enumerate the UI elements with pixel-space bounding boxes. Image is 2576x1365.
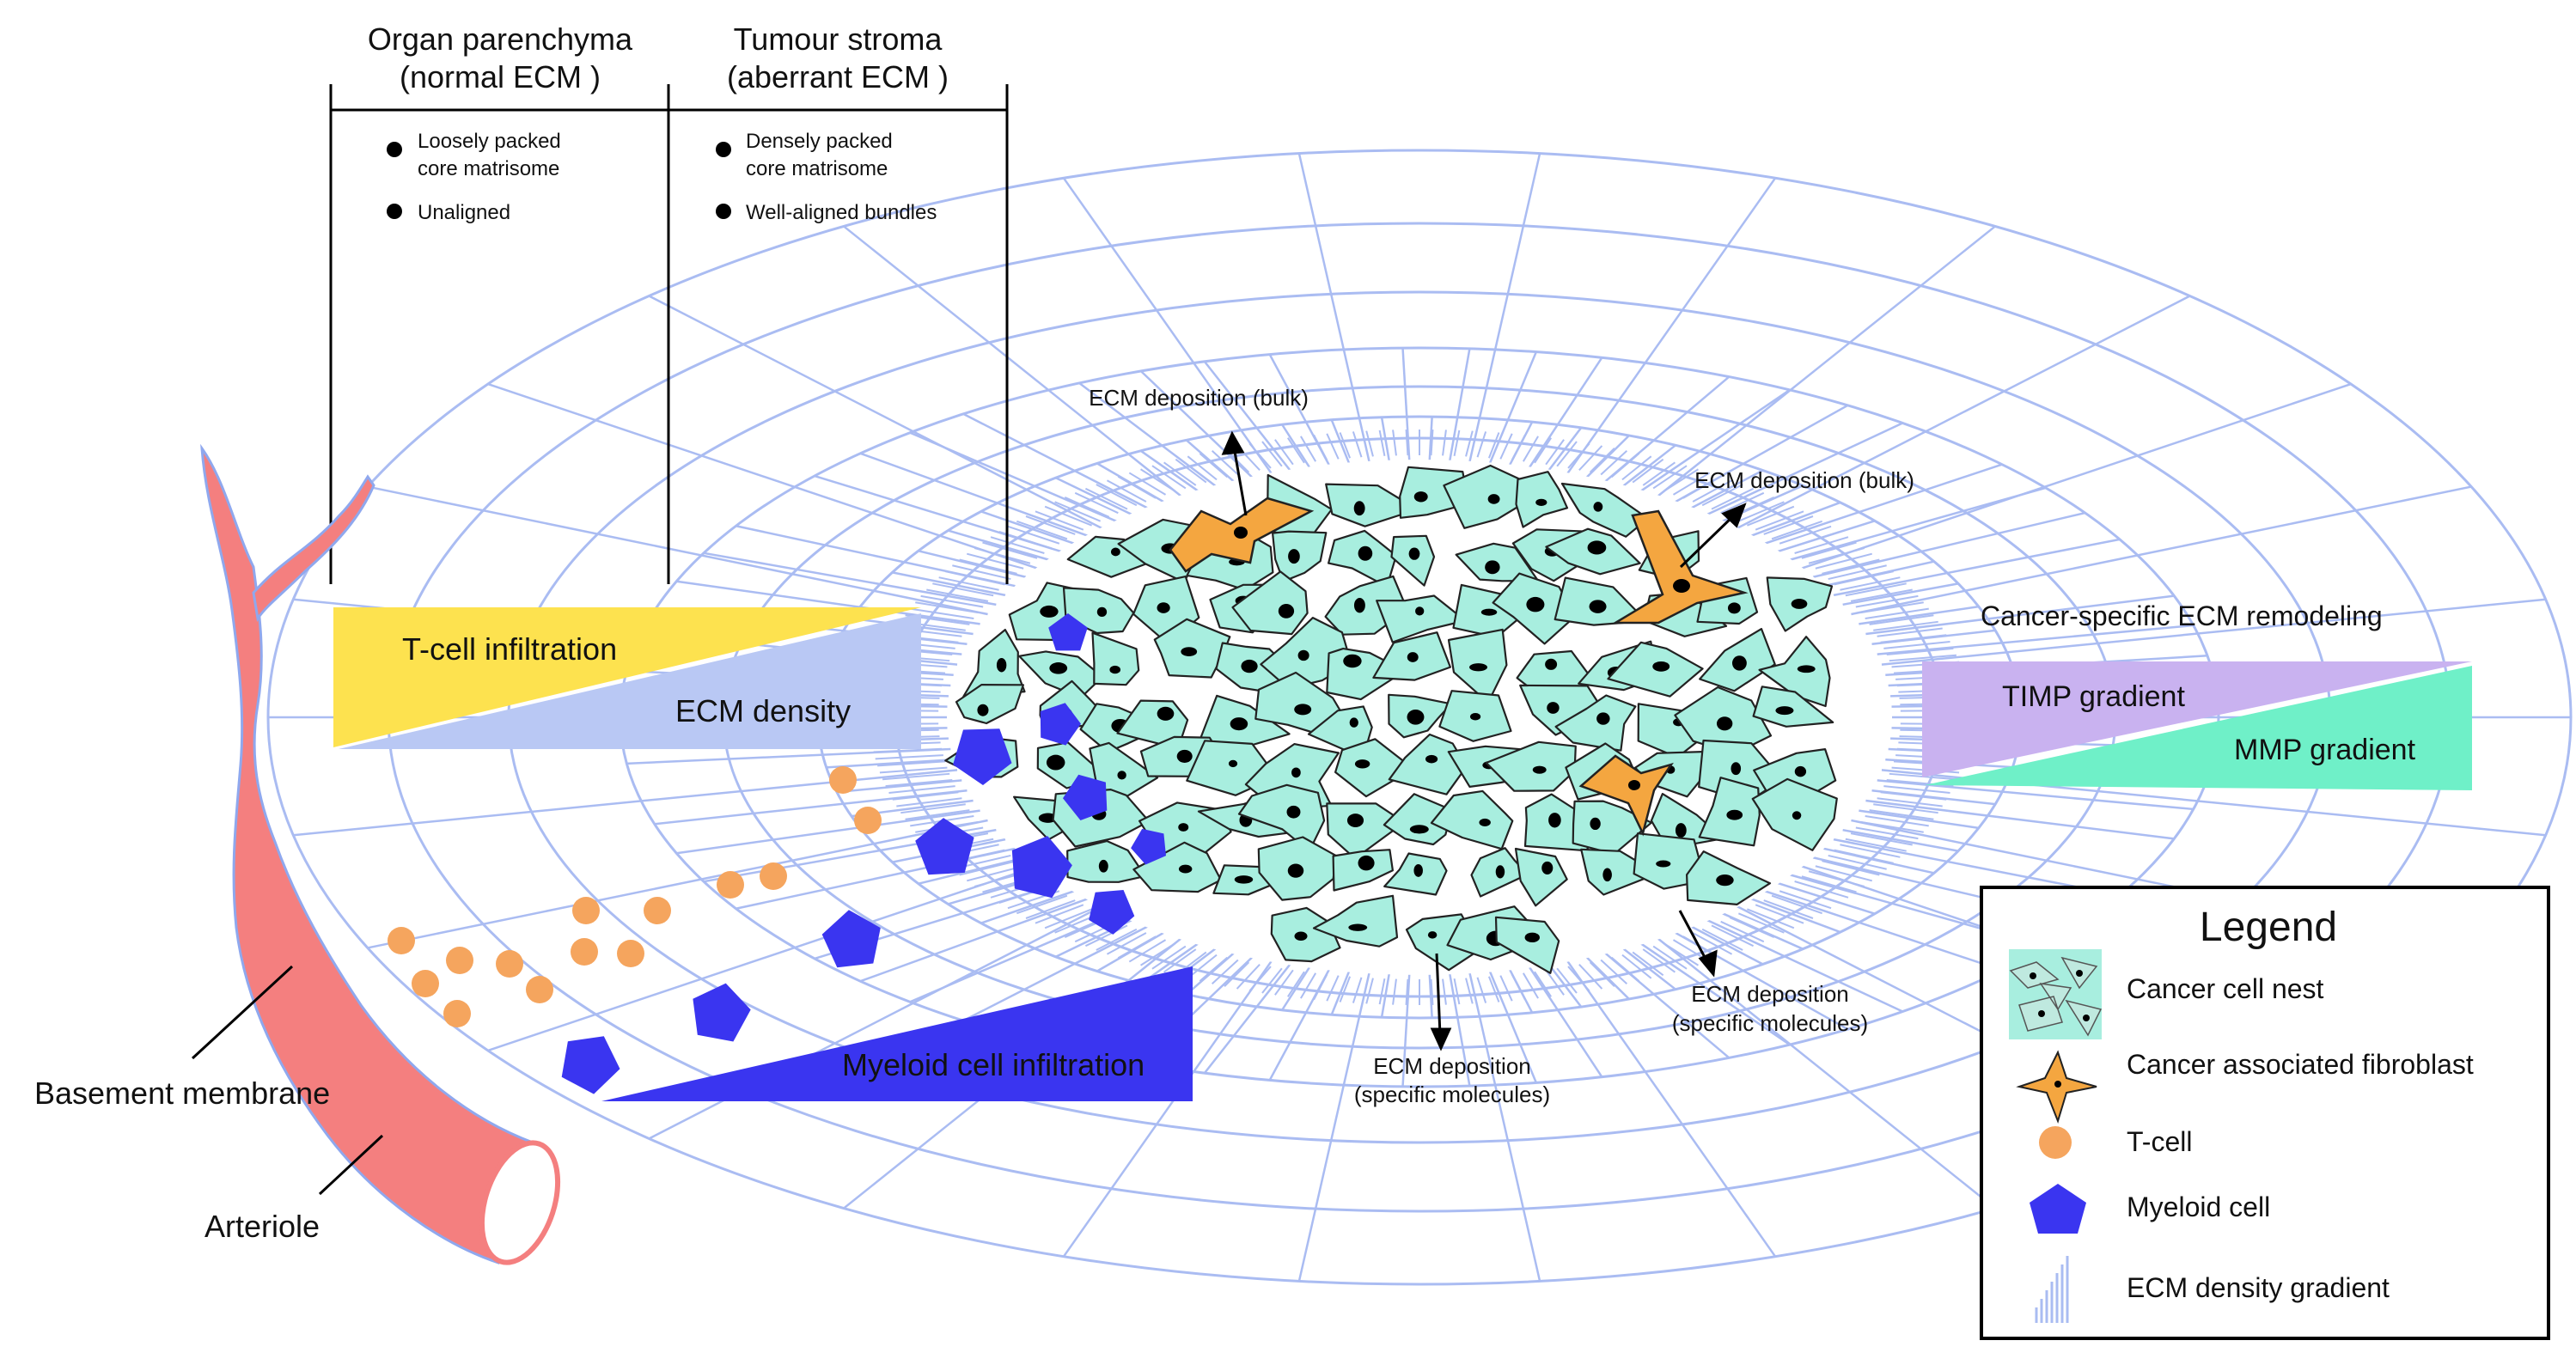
legend-label-ecm-gradient: ECM density gradient: [2127, 1272, 2390, 1303]
t-cell-icon: [2039, 1126, 2072, 1159]
col1-bullet2: Unaligned: [418, 201, 510, 224]
ecm-deposition-bulk-right: ECM deposition (bulk): [1694, 467, 1914, 493]
bullet-icon: [716, 204, 731, 219]
myeloid-cells: [561, 613, 1166, 1094]
col1-bullet1-line1: Loosely packed: [418, 130, 561, 153]
ecm-deposition-specific-right-line2: (specific molecules): [1672, 1010, 1868, 1036]
timp-gradient-wedge: [1922, 661, 2472, 777]
ecm-deposition-specific-bottom-line1: ECM deposition: [1373, 1053, 1531, 1079]
tcell-infiltration-wedge: [333, 607, 921, 747]
col2-bullet1-line1: Densely packed: [746, 130, 893, 153]
ecm-deposition-specific-right-line1: ECM deposition: [1691, 981, 1849, 1007]
legend-label-cancer-cell-nest: Cancer cell nest: [2127, 973, 2324, 1004]
legend-title: Legend: [2200, 905, 2337, 950]
col2-title-line1: Tumour stroma: [734, 21, 943, 57]
col2-bullet1-line2: core matrisome: [746, 157, 888, 180]
legend-label-fibroblast: Cancer associated fibroblast: [2127, 1049, 2474, 1080]
cancer-cell-nest: [944, 460, 1889, 975]
col1-title-line1: Organ parenchyma: [368, 21, 633, 57]
arteriole: [200, 443, 561, 1265]
fibroblast-icon: [2016, 1050, 2097, 1124]
mmp-gradient-label: MMP gradient: [2234, 734, 2416, 766]
ecm-gradient-icon: [2035, 1256, 2069, 1323]
ecm-density-label: ECM density: [675, 693, 851, 728]
col2-title-line2: (aberrant ECM ): [727, 59, 949, 94]
header-columns: [329, 84, 1009, 584]
col1-title-line2: (normal ECM ): [400, 59, 601, 94]
ecm-deposition-specific-bottom-line2: (specific molecules): [1354, 1082, 1550, 1107]
arteriole-label: Arteriole: [204, 1209, 320, 1244]
timp-gradient-label: TIMP gradient: [2002, 680, 2185, 713]
ecm-deposition-bulk-top: ECM deposition (bulk): [1089, 385, 1309, 411]
myeloid-infiltration-label: Myeloid cell infiltration: [842, 1047, 1145, 1082]
legend: Legend Cancer cell nest Cancer associate…: [1980, 886, 2550, 1340]
remodeling-title: Cancer-specific ECM remodeling: [1981, 600, 2383, 631]
deposition-arrows: [1221, 430, 1747, 1051]
col1-bullet1-line2: core matrisome: [418, 157, 559, 180]
ecm-density-wedge: [339, 613, 921, 749]
tcell-infiltration-label: T-cell infiltration: [402, 631, 617, 667]
myeloid-infiltration-wedge: [601, 966, 1193, 1101]
legend-label-myeloid-cell: Myeloid cell: [2127, 1191, 2270, 1222]
bullet-icon: [716, 142, 731, 157]
bullet-icon: [387, 142, 402, 157]
cancer-cell-nest-icon: [2009, 949, 2103, 1039]
mmp-gradient-wedge: [1925, 666, 2472, 790]
bullet-icon: [387, 204, 402, 219]
basement-membrane-label: Basement membrane: [34, 1076, 330, 1111]
legend-label-t-cell: T-cell: [2127, 1126, 2192, 1157]
t-cells: [388, 766, 882, 1027]
col2-bullet2: Well-aligned bundles: [746, 201, 937, 224]
myeloid-cell-icon: [2030, 1184, 2086, 1234]
